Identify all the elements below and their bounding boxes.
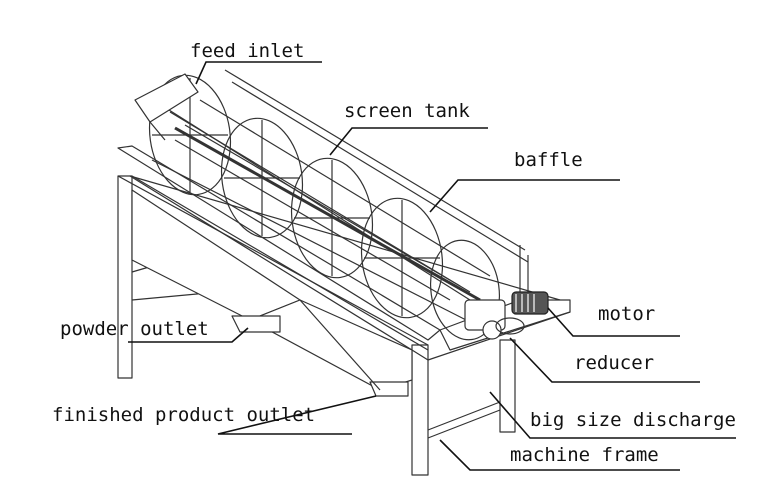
leader-powder-outlet bbox=[128, 327, 249, 343]
leader-lines bbox=[128, 61, 736, 471]
label-machine-frame: machine frame bbox=[510, 444, 659, 466]
leader-screen-tank bbox=[329, 127, 488, 156]
label-big-size-discharge: big size discharge bbox=[530, 409, 736, 431]
feed-inlet-chute bbox=[134, 73, 199, 141]
label-screen-tank: screen tank bbox=[344, 100, 470, 122]
leader-baffle bbox=[429, 179, 620, 213]
collection-hoppers bbox=[131, 189, 413, 397]
leader-motor bbox=[547, 307, 680, 337]
drive-assembly bbox=[464, 291, 549, 340]
leader-machine-frame bbox=[439, 439, 680, 471]
baffle-rings bbox=[148, 74, 500, 341]
machine-frame bbox=[117, 175, 516, 476]
leader-big-size-discharge bbox=[489, 391, 736, 439]
leader-feed-inlet bbox=[195, 61, 322, 85]
label-motor: motor bbox=[598, 303, 656, 325]
label-powder-outlet: powder outlet bbox=[60, 318, 209, 340]
label-feed-inlet: feed inlet bbox=[190, 40, 305, 62]
label-finished-product-outlet: finished product outlet bbox=[52, 404, 316, 426]
leader-finished-product-outlet bbox=[217, 395, 377, 435]
screen-tank bbox=[149, 97, 491, 323]
leader-reducer bbox=[509, 337, 700, 383]
label-baffle: baffle bbox=[514, 149, 583, 171]
label-reducer: reducer bbox=[574, 352, 655, 374]
